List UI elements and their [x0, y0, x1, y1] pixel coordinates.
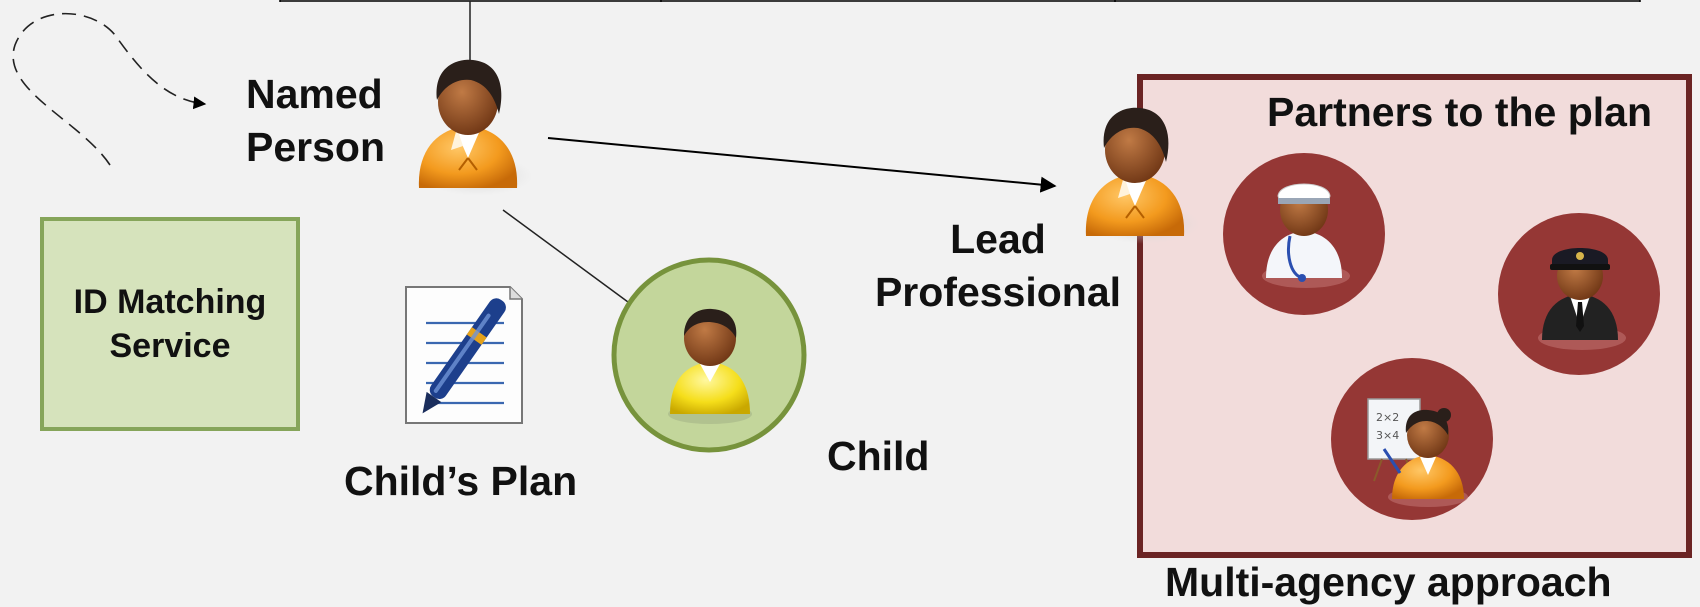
partners-box — [1137, 74, 1692, 558]
partners-title: Partners to the plan — [1267, 89, 1653, 135]
id-matching-service-box: ID Matching Service — [40, 217, 300, 431]
multi-agency-label: Multi-agency approach — [1165, 559, 1612, 605]
top-table-edge — [279, 0, 1641, 2]
arrow-named-to-lead — [547, 137, 1057, 193]
childs-plan-label: Child’s Plan — [344, 458, 578, 504]
line-named-to-child — [502, 209, 629, 303]
dashed-arrow — [12, 12, 207, 166]
named-person-label: Named Person — [246, 71, 385, 171]
child-circle — [611, 257, 807, 453]
lead-professional-label: Lead Professional — [874, 216, 1122, 316]
id-matching-service-label: ID Matching Service — [73, 282, 267, 365]
child-label: Child — [827, 433, 930, 479]
